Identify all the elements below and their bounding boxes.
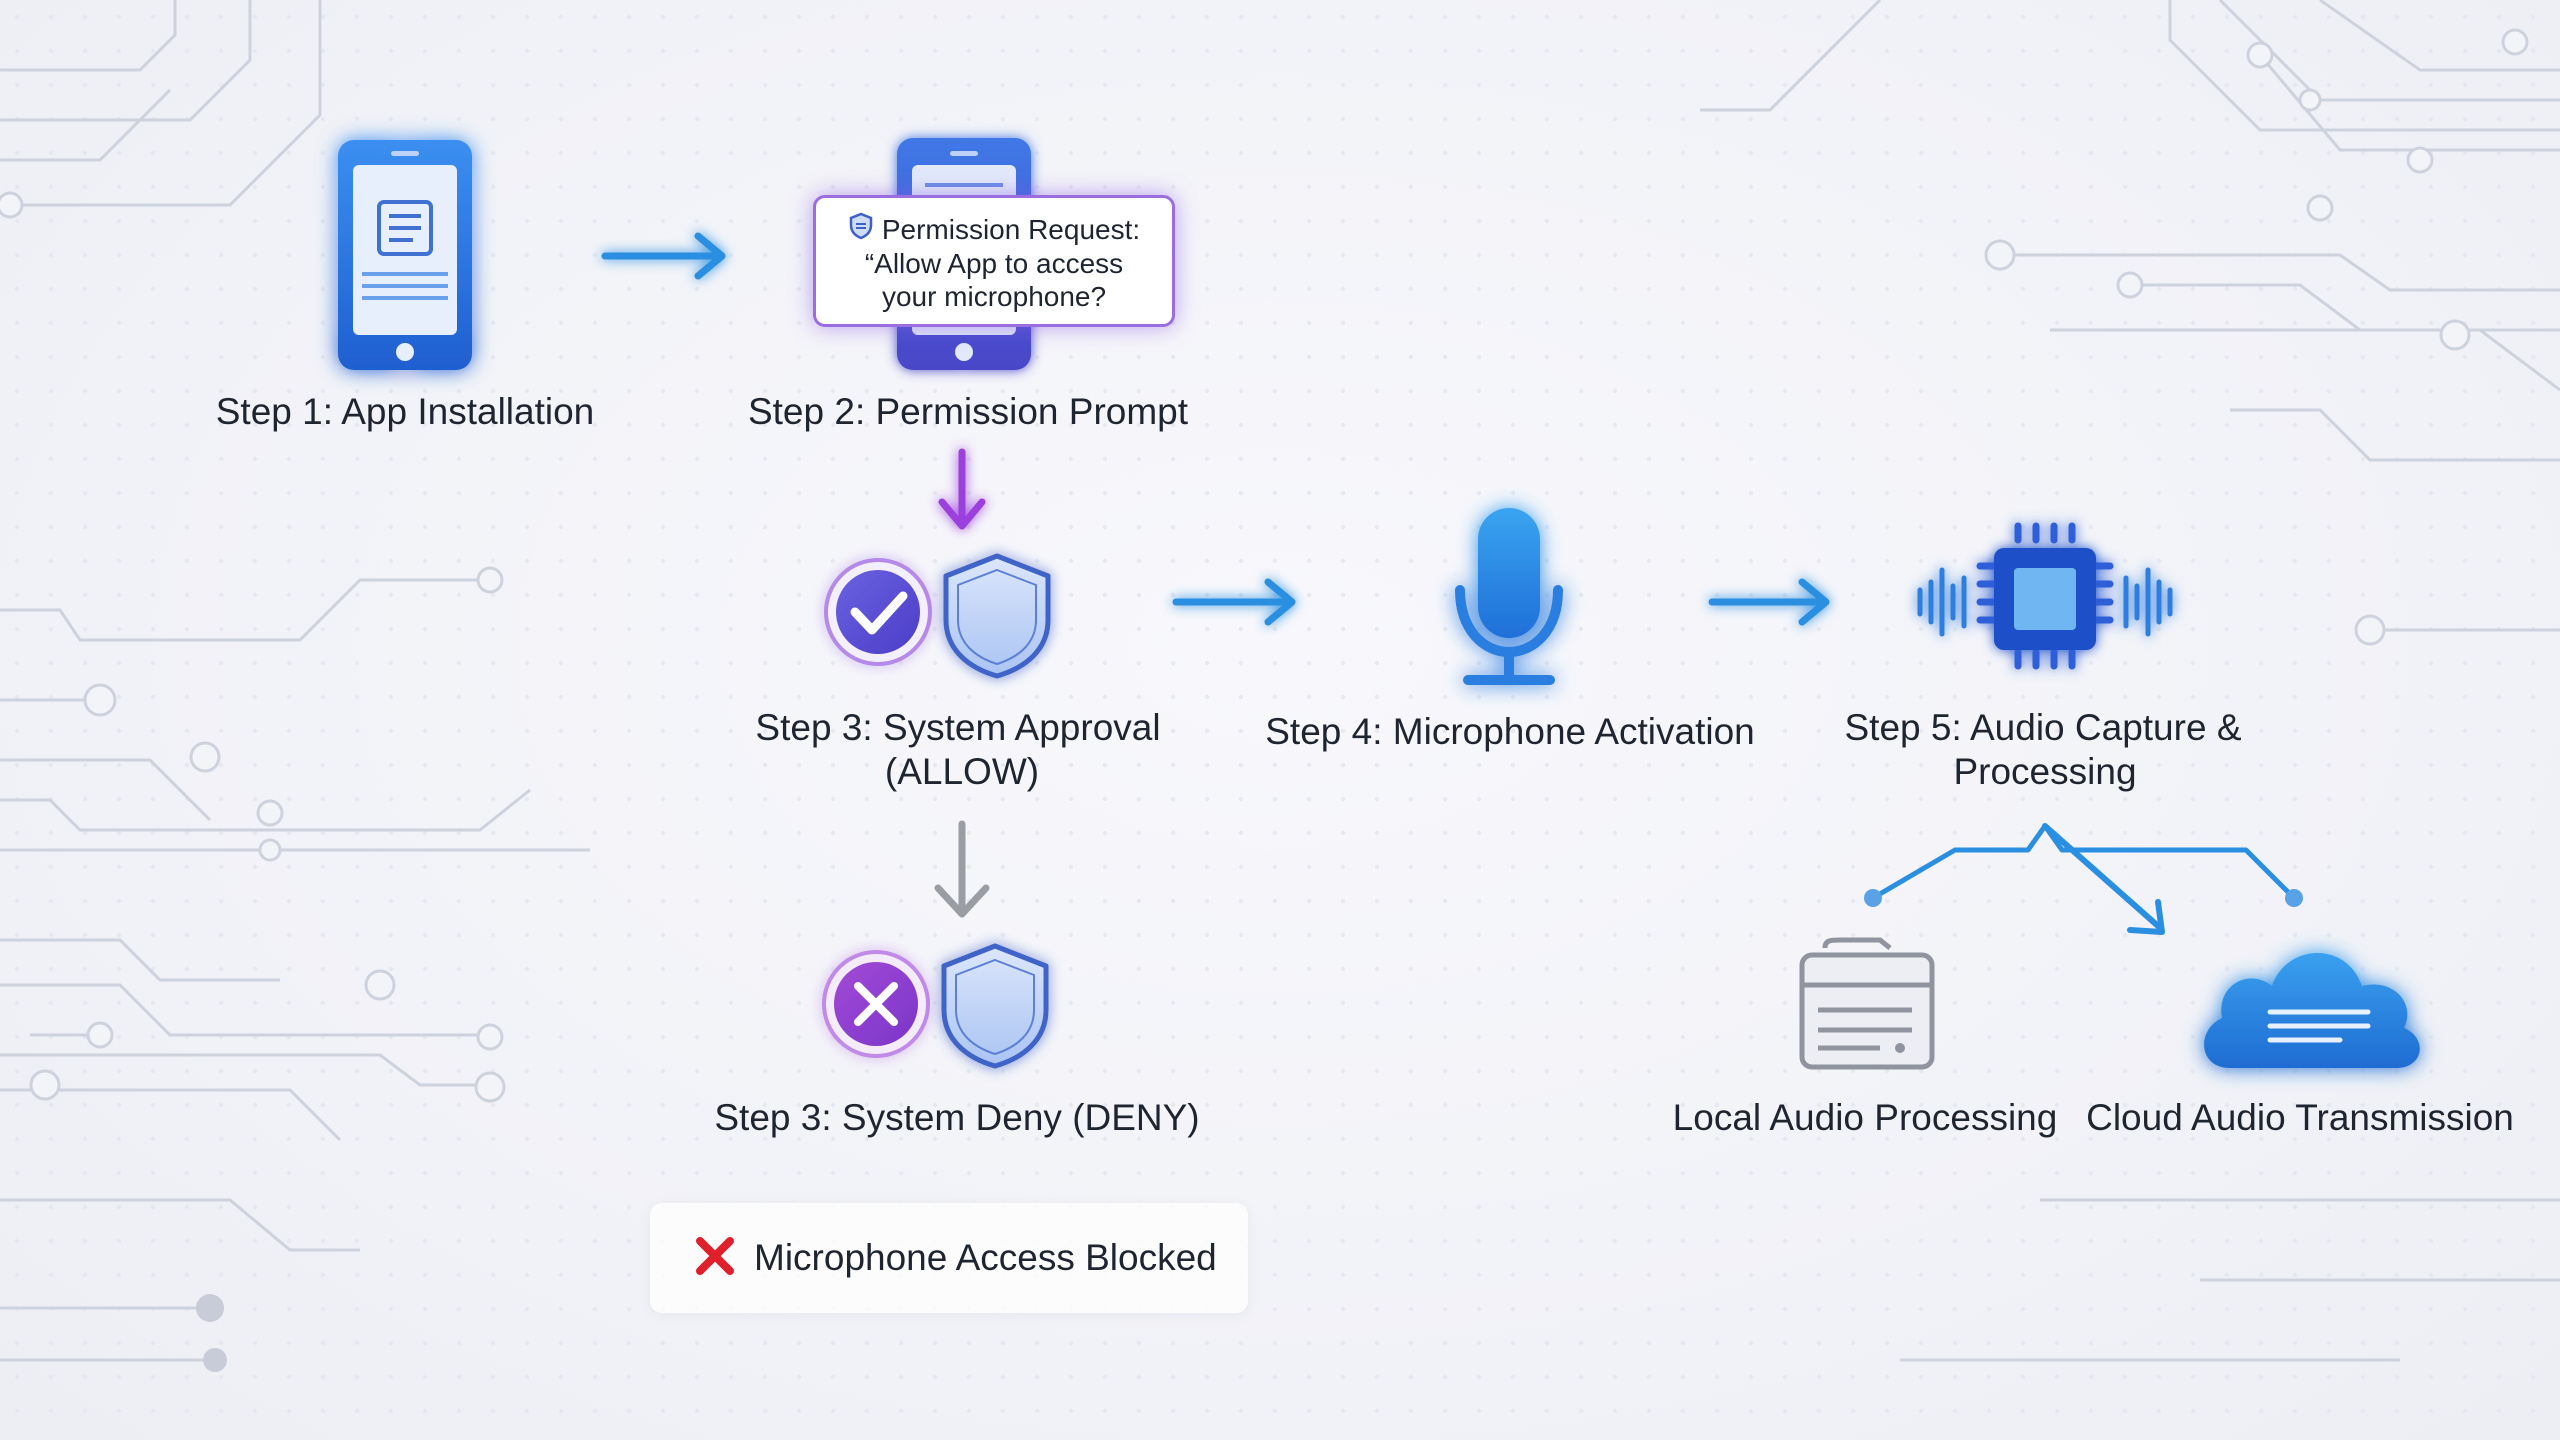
access-blocked-notice: Microphone Access Blocked	[650, 1203, 1248, 1313]
arrow-step4-to-step5	[1708, 578, 1830, 626]
step4-label: Step 4: Microphone Activation	[1265, 711, 1755, 752]
local-storage-server-icon	[1799, 937, 1935, 1070]
step3-deny-label: Step 3: System Deny (DENY)	[714, 1097, 1200, 1138]
shield-badge-icon	[848, 212, 874, 247]
step3-allow-label-line1: Step 3: System Approval	[755, 707, 1161, 748]
prompt-title: Permission Request:	[881, 214, 1141, 245]
branch-connector	[1864, 823, 2303, 935]
step1-phone-icon	[338, 140, 472, 370]
step2-label: Step 2: Permission Prompt	[747, 391, 1189, 432]
arrow-step3-to-step4	[1172, 578, 1296, 626]
prompt-line-2: “Allow App to access	[864, 248, 1124, 279]
arrow-step1-to-step2	[601, 232, 726, 280]
step3-check-icon	[824, 558, 932, 666]
step5-label-line2: Processing	[1953, 751, 2137, 792]
permission-prompt-dialog: Permission Request: “Allow App to access…	[813, 195, 1175, 327]
arrow-step3-to-deny	[934, 820, 990, 918]
step3-allow-label-line2: (ALLOW)	[884, 751, 1040, 792]
step4-microphone-icon	[1455, 508, 1563, 685]
cloud-transmission-label: Cloud Audio Transmission	[2086, 1097, 2514, 1138]
red-x-icon	[694, 1235, 736, 1282]
blocked-label: Microphone Access Blocked	[754, 1237, 1217, 1278]
cloud-icon	[2204, 952, 2420, 1068]
step5-audio-chip-icon	[1917, 522, 2173, 670]
step3-deny-shield-icon	[941, 943, 1049, 1069]
step1-label: Step 1: App Installation	[215, 391, 595, 432]
local-processing-label: Local Audio Processing	[1672, 1097, 2058, 1138]
step3-deny-x-icon	[822, 950, 930, 1058]
step5-label-line1: Step 5: Audio Capture &	[1844, 707, 2242, 748]
prompt-line-3: your microphone?	[881, 281, 1107, 312]
arrow-step2-to-step3	[938, 448, 986, 530]
step3-allow-shield-icon	[943, 553, 1051, 679]
